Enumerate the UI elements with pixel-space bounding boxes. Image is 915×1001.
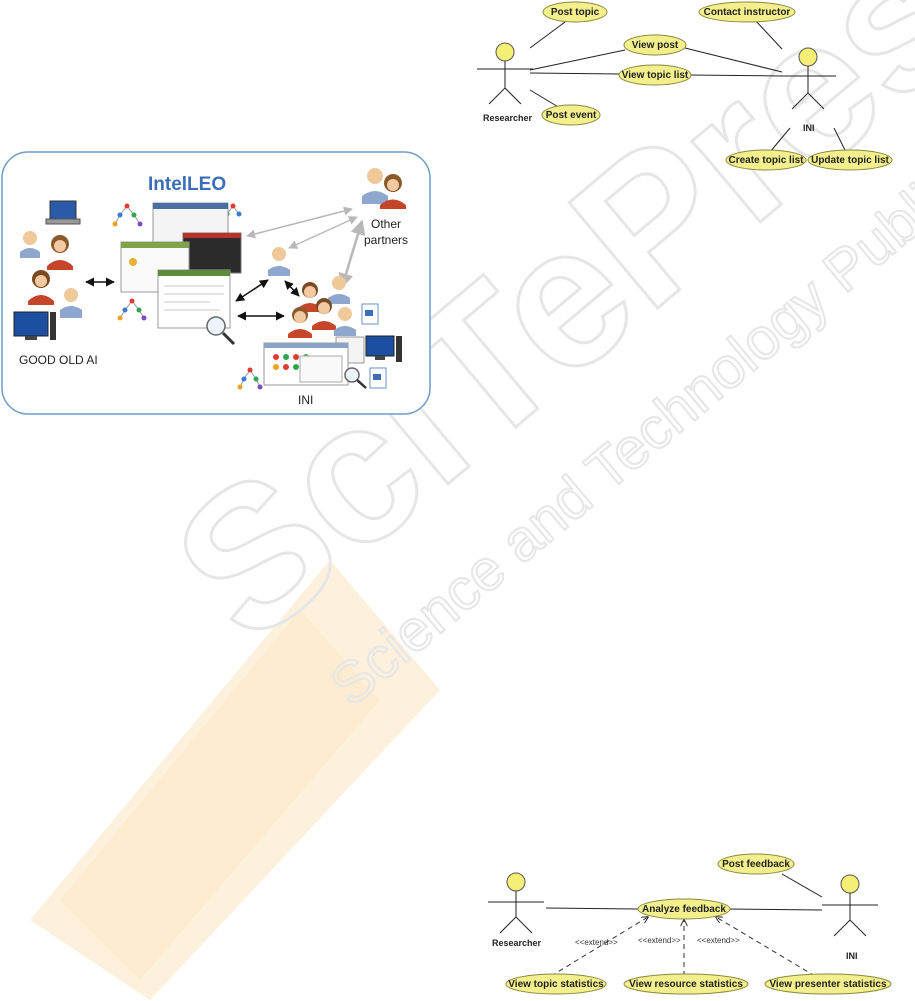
bidirectional-arrow-gray [338,219,366,289]
tree-structure-icon [112,203,143,227]
usecase-view-topic-statistics: View topic statistics [505,973,607,995]
woman-icon [47,235,73,270]
usecase-contact-instructor: Contact instructor [698,1,796,23]
people-group-left: GOOD OLD AI [13,200,98,367]
extend-relation [716,917,816,977]
extend-relation [550,917,648,977]
application-screenshots [263,336,365,386]
usecase-post-topic: Post topic [542,1,608,23]
svg-text:View topic statistics: View topic statistics [508,979,604,990]
svg-text:Post feedback: Post feedback [722,859,790,870]
usecase-view-topic-list: View topic list [618,64,692,86]
person-icon [60,288,82,318]
svg-text:Analyze feedback: Analyze feedback [642,904,726,915]
usecase-post-event: Post event [541,104,601,126]
extend-stereotype: <<extend>> [697,936,740,945]
svg-text:Post event: Post event [546,110,597,121]
magnifier-icon [206,316,236,346]
svg-text:View resource statistics: View resource statistics [629,979,743,990]
bidirectional-arrow [284,280,300,297]
researcher-label-2: Researcher [492,938,542,948]
svg-text:View topic list: View topic list [622,70,689,81]
figure-title: IntelLEO [148,174,226,195]
tree-structure-icon [117,298,147,321]
svg-text:View post: View post [632,40,679,51]
ini-label-figure: INI [298,393,313,407]
usecase-analyze-feedback: Analyze feedback [637,898,731,920]
other-partners-label-line2: partners [364,233,408,247]
partners-group [362,168,406,209]
usecase-view-presenter-statistics: View presenter statistics [764,973,892,995]
use-case-diagram-1: Researcher INI Post topic Contact instru… [477,1,893,171]
laptop-icon [45,200,81,225]
use-case-diagram-2: Researcher INI <<extend>> <<extend>> <<e… [488,853,892,995]
other-partners-label-line1: Other [371,217,401,231]
svg-text:View presenter statistics: View presenter statistics [769,979,887,990]
svg-text:Post topic: Post topic [551,7,600,18]
desktop-computer-icon [13,311,56,340]
ini-label-2: INI [846,951,858,961]
usecase-create-topic-list: Create topic list [725,149,807,171]
person-icon [20,231,40,258]
watermark-logo-inner [60,610,380,980]
magnifier-icon [344,367,367,389]
extend-stereotype: <<extend>> [638,936,681,945]
svg-text:Contact instructor: Contact instructor [704,7,791,18]
document-icon [369,367,387,389]
person-icon [268,247,290,276]
ini-actor-2: INI [822,874,878,961]
woman-icon [28,270,54,305]
usecase-post-feedback: Post feedback [717,853,795,875]
people-group-ini [288,276,356,338]
researcher-actor-2: Researcher [488,872,544,948]
extend-stereotype: <<extend>> [575,938,618,947]
intelleo-figure: IntelLEO [1,151,431,415]
researcher-label: Researcher [483,113,533,123]
ini-label-1: INI [803,123,815,133]
good-old-ai-label: GOOD OLD AI [19,353,98,367]
usecase-view-post: View post [623,34,687,56]
svg-text:Update topic list: Update topic list [811,155,889,166]
svg-text:Create topic list: Create topic list [728,155,804,166]
usecase-update-topic-list: Update topic list [807,149,893,171]
document-icon [361,303,379,325]
bidirectional-arrow [235,279,269,302]
ini-actor-1: INI [781,47,836,133]
researcher-actor: Researcher [477,42,533,123]
desktop-computer-icon [365,335,402,362]
tree-structure-icon [237,367,263,390]
watermark-logo-shape [30,560,440,1000]
application-screenshots [120,202,242,329]
usecase-view-resource-statistics: View resource statistics [623,973,749,995]
